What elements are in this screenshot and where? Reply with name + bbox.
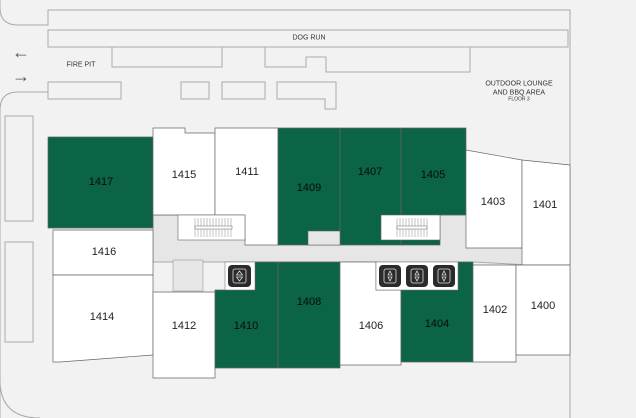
unit-label-1410: 1410 — [233, 320, 259, 332]
unit-label-1414: 1414 — [89, 311, 115, 323]
site-outline-lower — [0, 91, 48, 418]
stairs-east — [380, 214, 441, 241]
unit-1414[interactable] — [52, 274, 154, 363]
dog-run-label: DOG RUN — [292, 34, 326, 42]
service-room — [172, 259, 204, 292]
elevator-icon — [406, 265, 428, 287]
unit-label-1416: 1416 — [91, 246, 117, 258]
fire-pit-label: FIRE PIT — [66, 61, 96, 69]
floor-label: FLOOR 3 — [508, 96, 530, 103]
unit-1408[interactable] — [277, 261, 341, 369]
unit-1417[interactable] — [47, 136, 154, 229]
unit-label-1404: 1404 — [424, 318, 450, 330]
outdoor-lounge-label: OUTDOOR LOUNGE — [485, 80, 553, 88]
unit-label-1401: 1401 — [532, 199, 558, 211]
unit-label-1407: 1407 — [357, 166, 383, 178]
unit-label-1402: 1402 — [482, 304, 508, 316]
planter — [276, 81, 337, 110]
outdoor-lounge-label-2: AND BBQ AREA — [492, 89, 546, 97]
unit-label-1405: 1405 — [420, 169, 446, 181]
unit-1402[interactable] — [472, 264, 517, 363]
side-structure — [4, 115, 34, 222]
elevator-icon — [228, 265, 251, 287]
planter — [180, 81, 210, 100]
terrace-edge — [48, 46, 568, 73]
fire-pit-bench — [47, 81, 122, 100]
service-room — [307, 230, 341, 246]
side-structure — [4, 241, 34, 343]
unit-1412[interactable] — [152, 291, 216, 379]
unit-label-1406: 1406 — [358, 320, 384, 332]
arrow-right-icon: → — [12, 66, 30, 86]
unit-label-1412: 1412 — [171, 320, 197, 332]
unit-label-1417: 1417 — [88, 176, 114, 188]
dog-run-area — [47, 29, 569, 48]
unit-label-1409: 1409 — [296, 182, 322, 194]
site-corner — [0, 379, 41, 418]
unit-label-1403: 1403 — [480, 196, 506, 208]
planter — [221, 81, 266, 100]
elevator-icon — [379, 265, 401, 287]
unit-1400[interactable] — [515, 264, 571, 356]
unit-label-1400: 1400 — [530, 300, 556, 312]
unit-label-1415: 1415 — [171, 169, 197, 181]
site-outline — [0, 0, 571, 418]
stairs-west — [177, 214, 246, 241]
unit-label-1408: 1408 — [296, 296, 322, 308]
unit-label-1411: 1411 — [235, 166, 259, 178]
unit-1401[interactable] — [521, 159, 571, 266]
elevator-icons — [224, 261, 459, 291]
arrow-left-icon: ← — [12, 42, 30, 62]
elevator-icon — [433, 265, 455, 287]
